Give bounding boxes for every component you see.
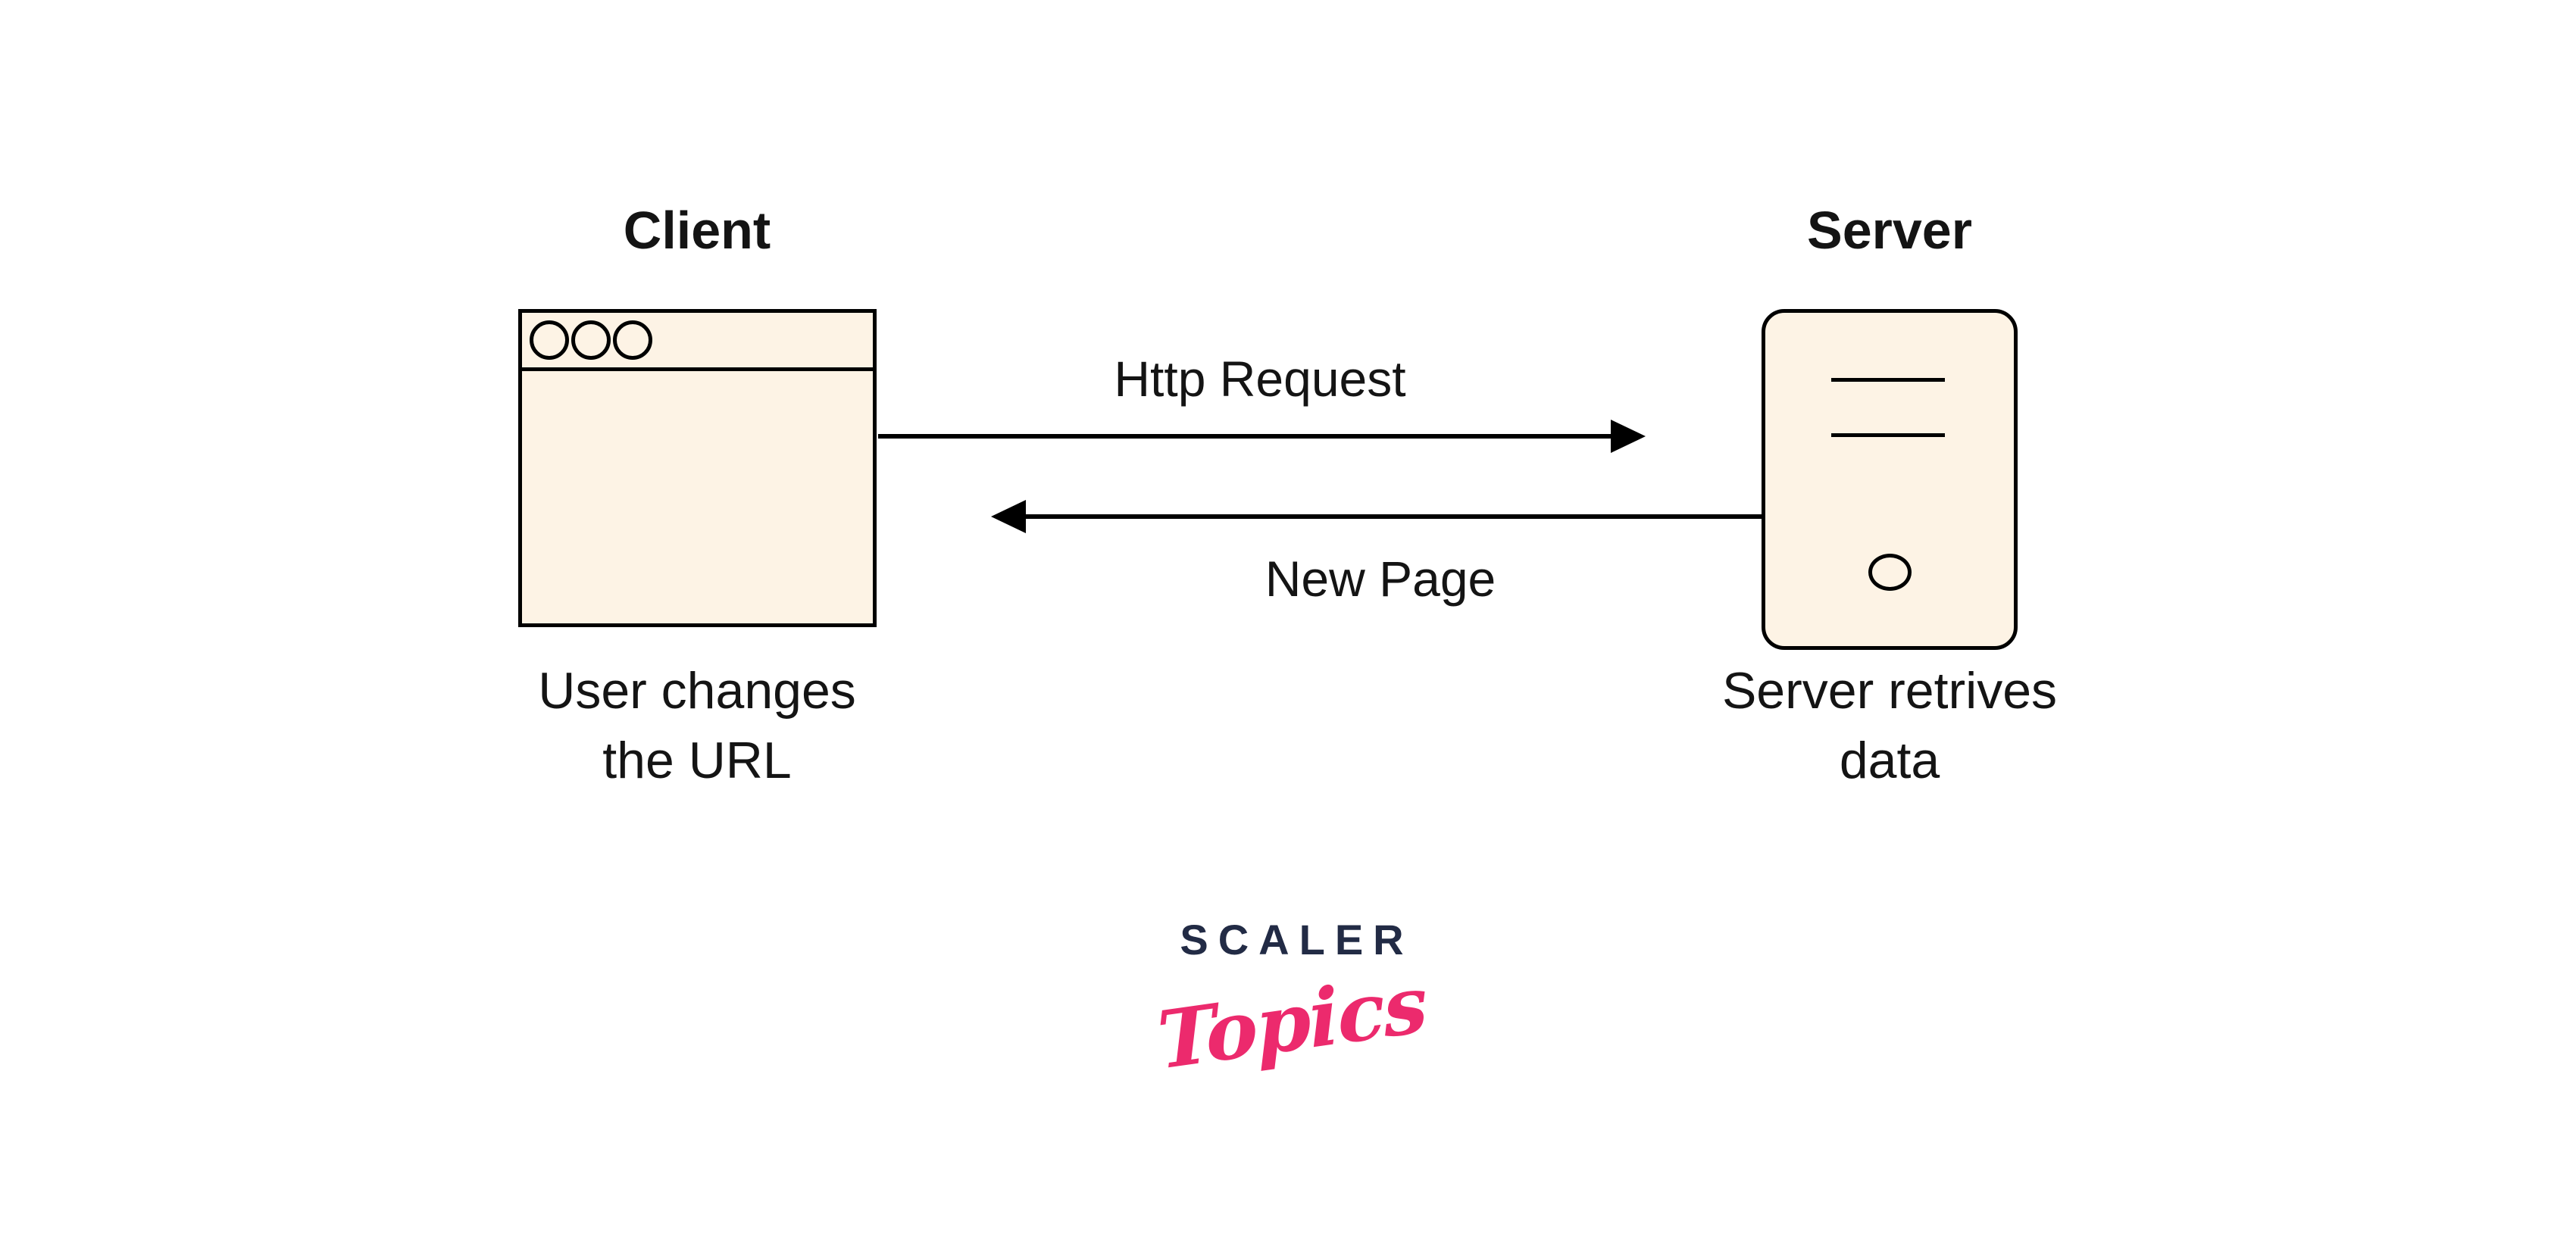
scaler-wordmark: SCALER bbox=[1180, 916, 1414, 963]
client-caption-line2: the URL bbox=[602, 732, 792, 789]
server-node bbox=[1762, 309, 2018, 650]
window-dot-icon bbox=[613, 320, 652, 360]
scaler-topics-logo: SCALER Topics bbox=[1061, 916, 1523, 1088]
client-browser-window bbox=[518, 309, 877, 627]
window-dot-icon bbox=[530, 320, 569, 360]
server-power-circle-icon bbox=[1868, 554, 1912, 591]
server-vent-line-icon bbox=[1831, 378, 1945, 382]
server-caption-line1: Server retrives bbox=[1721, 662, 2058, 720]
server-caption-line2: data bbox=[1839, 732, 1940, 789]
http-request-arrowhead-icon bbox=[1611, 420, 1646, 453]
server-caption: Server retrives data bbox=[1647, 656, 2132, 795]
server-title: Server bbox=[1807, 201, 1972, 260]
browser-titlebar bbox=[522, 313, 873, 371]
client-caption-line1: User changes bbox=[538, 662, 856, 720]
window-dot-icon bbox=[571, 320, 611, 360]
http-request-label: Http Request bbox=[1114, 351, 1406, 407]
client-title: Client bbox=[623, 201, 771, 260]
server-vent-line-icon bbox=[1831, 433, 1945, 437]
client-caption: User changes the URL bbox=[455, 656, 939, 795]
new-page-arrowhead-icon bbox=[991, 500, 1026, 533]
new-page-label: New Page bbox=[1265, 551, 1496, 607]
